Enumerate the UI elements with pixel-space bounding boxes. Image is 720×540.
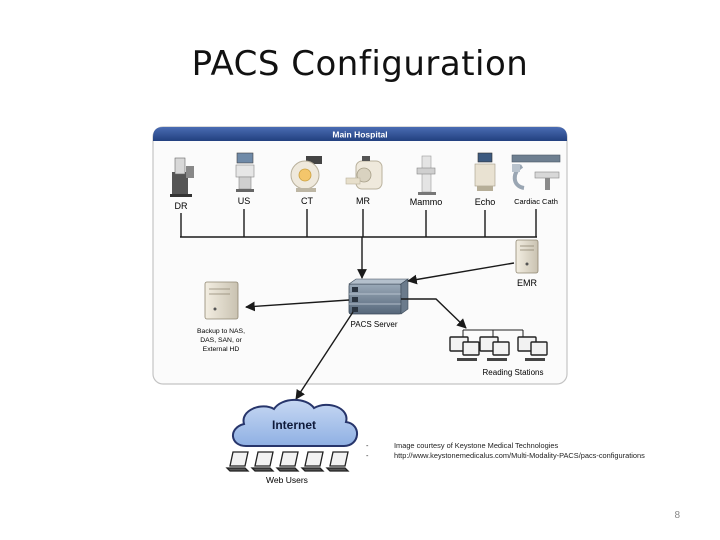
- connections: [245, 237, 515, 400]
- emr-label: EMR: [517, 278, 538, 288]
- pacs-to-internet-arrow: [295, 311, 354, 400]
- credit-line: - Image courtesy of Keystone Medical Tec…: [366, 441, 645, 451]
- modality-label-mr: MR: [356, 196, 370, 206]
- bullet-dash: -: [366, 451, 369, 460]
- hospital-title: Main Hospital: [332, 130, 387, 140]
- emr-server-icon: [515, 239, 539, 274]
- reading-stations-label: Reading Stations: [483, 368, 544, 377]
- backup-label-line-3: External HD: [203, 346, 240, 353]
- credit-text: Image courtesy of Keystone Medical Techn…: [394, 441, 559, 450]
- pacs-server-label: PACS Server: [351, 320, 398, 329]
- backup-label-line-2: DAS, SAN, or: [200, 337, 242, 344]
- web-users-laptops-icon: [225, 451, 350, 472]
- pacs-to-backup-arrow: [245, 299, 350, 312]
- mammography-icon: [416, 155, 436, 195]
- reading-stations-icon: [449, 329, 548, 361]
- source-url-line: - http://www.keystonemedicalus.com/Multi…: [366, 451, 645, 461]
- dr-scanner-icon: [170, 157, 194, 197]
- mri-scanner-icon: [345, 156, 383, 190]
- page-number: 8: [674, 510, 680, 521]
- modality-label-dr: DR: [175, 201, 188, 211]
- backup-server-icon: [204, 281, 239, 320]
- web-users-label: Web Users: [266, 475, 308, 485]
- cardiac-cath-icon: [511, 154, 561, 190]
- echo-machine-icon: [474, 152, 496, 191]
- modality-label-cardiac-cath: Cardiac Cath: [514, 197, 558, 206]
- image-credit-notes: - Image courtesy of Keystone Medical Tec…: [366, 441, 645, 461]
- modality-label-mammo: Mammo: [410, 197, 443, 207]
- internet-label: Internet: [272, 418, 316, 432]
- hospital-banner: [153, 127, 567, 141]
- emr-to-pacs-arrow: [407, 262, 515, 285]
- ultrasound-icon: [235, 152, 255, 192]
- pacs-to-reading-arrow: [401, 298, 467, 329]
- internet-cloud-icon: [232, 398, 358, 447]
- modality-label-ct: CT: [301, 196, 313, 206]
- slide-title: PACS Configuration: [191, 44, 529, 84]
- ct-scanner-icon: [290, 156, 322, 192]
- modality-label-us: US: [238, 196, 251, 206]
- backup-label-line-1: Backup to NAS,: [197, 328, 245, 335]
- modality-label-echo: Echo: [475, 197, 496, 207]
- bullet-dash: -: [366, 441, 369, 450]
- source-url-text: http://www.keystonemedicalus.com/Multi-M…: [394, 451, 645, 460]
- modality-bus: [180, 209, 537, 238]
- pacs-server-icon: [348, 278, 409, 315]
